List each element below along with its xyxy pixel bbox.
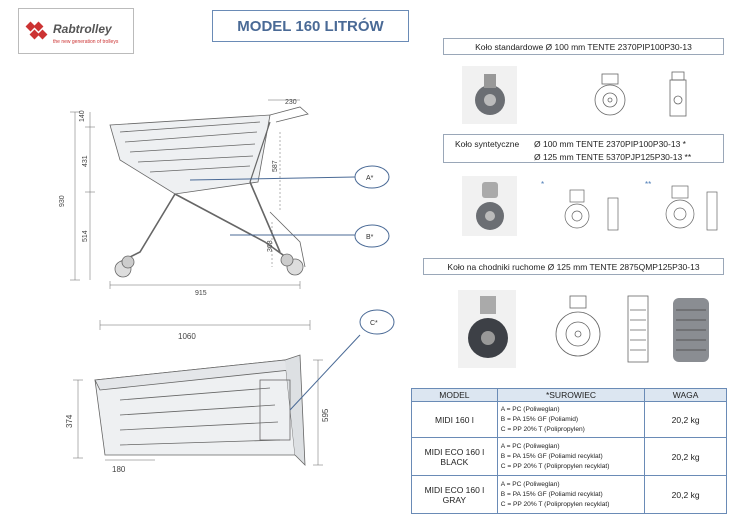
wheel-escalator-label: Koło na chodniki ruchome Ø 125 mm TENTE …	[423, 258, 724, 275]
logo-brand-text: Rabtrolley	[53, 22, 112, 36]
wheel-synthetic-line2: Ø 125 mm TENTE 5370PJP125P30-13 **	[534, 152, 692, 162]
row-materials: A = PC (Poliweglan) B = PA 15% GF (Polia…	[496, 401, 646, 438]
material-a: A = PC (Poliweglan)	[500, 480, 560, 488]
dim-587: 587	[272, 160, 279, 172]
dim-915: 915	[195, 290, 207, 297]
row-weight: 20,2 kg	[644, 401, 727, 438]
cart-top-view-drawing: 1060 374 595 180 C*	[65, 309, 395, 474]
material-c: C = PP 20% T (Polipropylen recyklat)	[500, 462, 610, 470]
table-row: MIDI ECO 160 l GRAY A = PC (Poliweglan) …	[411, 475, 727, 514]
header-material: *SUROWIEC	[496, 388, 646, 402]
table-row: MIDI 160 l A = PC (Poliweglan) B = PA 15…	[411, 401, 727, 438]
dim-368: 368	[267, 240, 274, 252]
callout-c: C*	[370, 320, 378, 327]
cart-side-view-drawing: 230 140 431 930 514 587 368 915	[59, 99, 309, 297]
callout-b: B*	[366, 234, 374, 241]
dim-180: 180	[112, 465, 126, 474]
row-model: MIDI 160 l	[411, 401, 498, 438]
standard-wheel-images	[462, 66, 687, 124]
wheel-synthetic-title: Koło syntetyczne	[455, 139, 520, 149]
callout-a: A*	[366, 175, 374, 182]
dim-930: 930	[59, 195, 66, 207]
table-row: MIDI ECO 160 l BLACK A = PC (Poliweglan)…	[411, 437, 727, 476]
row-weight: 20,2 kg	[644, 437, 727, 476]
logo-tagline: the new generation of trolleys	[53, 39, 119, 45]
dim-1060: 1060	[178, 332, 196, 341]
row-model: MIDI ECO 160 l BLACK	[411, 437, 498, 476]
synthetic-wheel-images	[462, 176, 718, 236]
dim-230: 230	[285, 99, 297, 106]
material-a: A = PC (Poliweglan)	[500, 442, 560, 450]
callout-lines: A* B*	[190, 165, 390, 248]
header-model: MODEL	[411, 388, 498, 402]
escalator-wheel-images	[458, 290, 709, 368]
synthetic-star-2: **	[645, 180, 652, 189]
table-header-row: MODEL *SUROWIEC WAGA	[411, 388, 727, 402]
row-weight: 20,2 kg	[644, 475, 727, 514]
material-spec-table: MODEL *SUROWIEC WAGA MIDI 160 l A = PC (…	[411, 388, 727, 514]
material-b: B = PA 15% GF (Poliamid)	[500, 415, 579, 423]
row-model: MIDI ECO 160 l GRAY	[411, 475, 498, 514]
dim-140: 140	[79, 110, 86, 122]
synthetic-star-1: *	[541, 180, 545, 189]
material-b: B = PA 15% GF (Poliamid recyklat)	[500, 490, 603, 498]
dim-374: 374	[65, 414, 74, 428]
row-materials: A = PC (Poliweglan) B = PA 15% GF (Polia…	[496, 475, 646, 514]
material-c: C = PP 20% T (Polipropylen recyklat)	[500, 500, 610, 508]
wheel-synthetic-label: Koło syntetyczne Ø 100 mm TENTE 2370PIP1…	[443, 134, 724, 163]
material-b: B = PA 15% GF (Poliamid recyklat)	[500, 452, 603, 460]
page-title: MODEL 160 LITRÓW	[212, 10, 409, 42]
dim-514: 514	[82, 230, 89, 242]
dim-431: 431	[82, 155, 89, 167]
wheel-synthetic-line1: Ø 100 mm TENTE 2370PIP100P30-13 *	[534, 139, 686, 149]
wheel-standard-label: Koło standardowe Ø 100 mm TENTE 2370PIP1…	[443, 38, 724, 55]
rabtrolley-logo-icon	[25, 21, 48, 40]
brand-logo: Rabtrolley the new generation of trolley…	[18, 8, 134, 54]
material-a: A = PC (Poliweglan)	[500, 405, 560, 413]
dim-595: 595	[321, 408, 330, 422]
material-c: C = PP 20% T (Polipropylen)	[500, 425, 585, 433]
header-weight: WAGA	[644, 388, 727, 402]
row-materials: A = PC (Poliweglan) B = PA 15% GF (Polia…	[496, 437, 646, 476]
